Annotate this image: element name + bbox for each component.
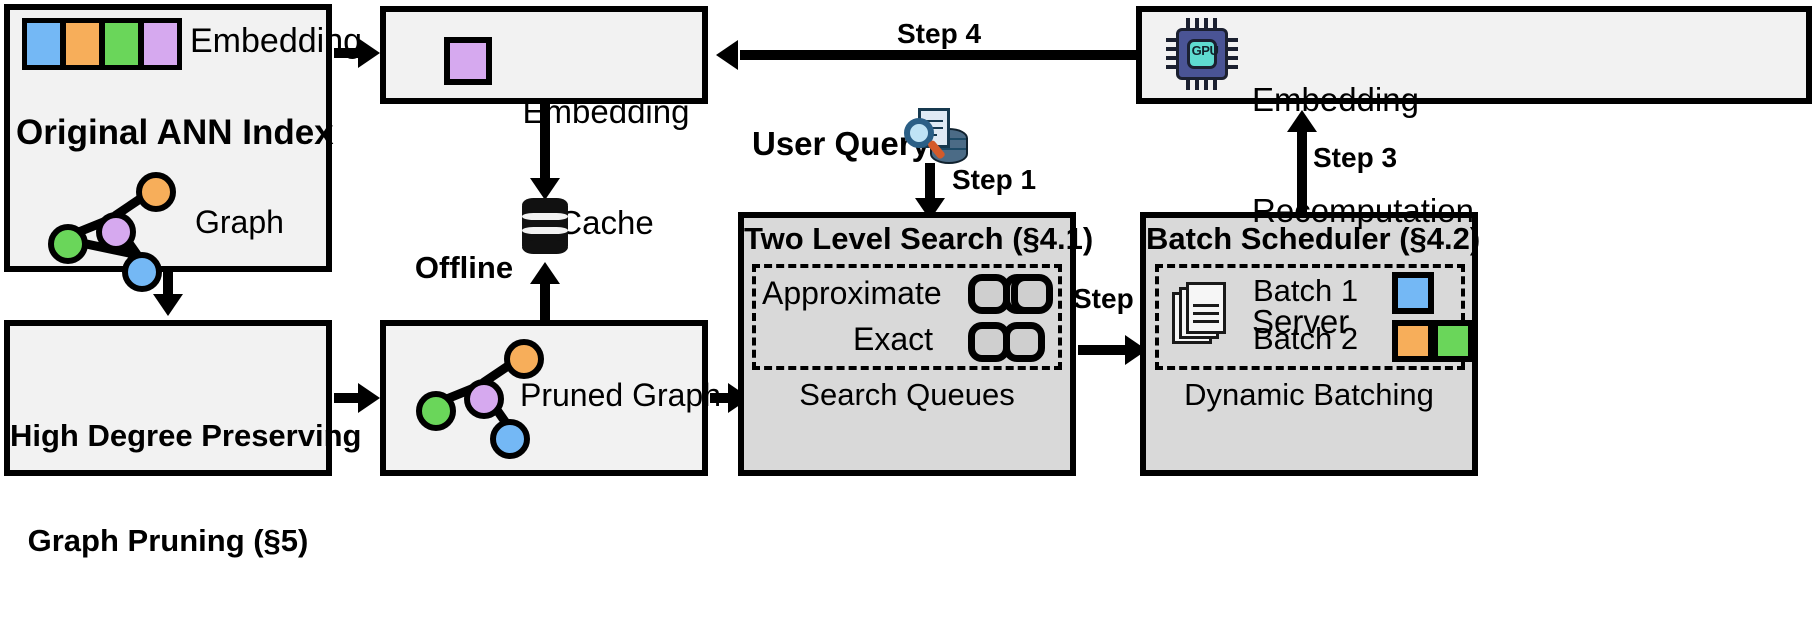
approximate-queue-slot	[1011, 274, 1053, 314]
graph-label: Graph	[195, 204, 284, 240]
graph-node-blue	[490, 419, 530, 459]
arrow-server-to-cache-line	[740, 50, 1140, 60]
exact-queue-slot	[1003, 322, 1045, 362]
recomputation-server-box	[1136, 6, 1812, 104]
embedding-cache-title: Embedding Cache	[508, 20, 704, 316]
batch-2-label: Batch 2	[1253, 321, 1359, 356]
graph-pruning-line1: High Degree Preserving	[10, 418, 362, 454]
arrow-index-to-cache-line	[334, 48, 364, 58]
recomputation-server-line1: Embedding	[1252, 80, 1419, 118]
graph-node-orange	[136, 172, 176, 212]
dynamic-batching-footer: Dynamic Batching	[1184, 377, 1434, 412]
arrow-search-to-scheduler-line	[1078, 345, 1134, 355]
step-1-label: Step 1	[952, 164, 1037, 195]
original-ann-index-title: Original ANN Index	[16, 113, 334, 152]
arrow-index-to-cache-head	[358, 38, 380, 68]
graph-pruning-title: High Degree Preserving Graph Pruning (§5…	[10, 350, 362, 628]
arrow-scheduler-to-server-head	[1287, 110, 1317, 132]
graph-node-orange	[504, 339, 544, 379]
arrow-pruned-to-storage-head	[530, 262, 560, 284]
embedding-cell-blue	[27, 23, 63, 65]
arrow-server-to-cache-head	[716, 40, 738, 70]
step-4-label: Step 4	[897, 18, 982, 49]
batch-1-label: Batch 1	[1253, 273, 1359, 308]
batch-2-chip-orange	[1392, 320, 1434, 362]
diagram-canvas: Embedding Original ANN Index Graph Embed…	[4, 4, 1812, 557]
graph-pruning-line2: Graph Pruning (§5)	[27, 522, 309, 558]
arrow-pruning-to-pruned-line	[334, 393, 364, 403]
arrow-index-to-pruning-line	[163, 272, 173, 298]
pruned-graph-visual	[408, 335, 548, 459]
dynamic-batching-panel	[1155, 264, 1465, 370]
arrow-query-to-search-line	[925, 163, 935, 203]
embedding-vector-strip	[22, 18, 182, 70]
batch-2-chip-green	[1432, 320, 1474, 362]
embedding-cache-title-line2: Cache	[558, 203, 654, 241]
recomputation-server-title: Embedding Recomputation Server	[1252, 8, 1474, 414]
search-queues-footer: Search Queues	[799, 377, 1015, 412]
database-cylinder-icon	[522, 198, 568, 254]
graph-node-green	[416, 391, 456, 431]
pruned-graph-label: Pruned Graph	[520, 377, 722, 413]
embedding-cache-swatch	[444, 37, 492, 85]
approximate-label: Approximate	[762, 275, 942, 311]
arrow-pruned-to-search-line	[710, 393, 734, 403]
graph-pruning-box	[4, 320, 332, 476]
graph-node-green	[48, 224, 88, 264]
search-queues-panel	[752, 264, 1062, 370]
embedding-label: Embedding	[190, 22, 363, 60]
query-search-database-icon	[900, 106, 970, 170]
embedding-cell-green	[102, 23, 141, 65]
graph-node-purple	[464, 379, 504, 419]
arrow-cache-to-storage-line	[540, 104, 550, 184]
arrow-scheduler-to-server-line	[1297, 130, 1307, 212]
gpu-icon-text: GPU	[1191, 43, 1219, 58]
arrow-index-to-pruning-head	[153, 294, 183, 316]
embedding-cache-box	[380, 6, 708, 104]
two-level-search-title: Two Level Search (§4.1)	[744, 221, 1094, 256]
arrow-cache-to-storage-head	[530, 178, 560, 200]
recomputation-server-line3: Server	[1252, 302, 1350, 340]
recomputation-server-line2: Recomputation	[1252, 191, 1474, 229]
ann-index-graph	[40, 168, 180, 292]
embedding-cache-title-line1: Embedding	[522, 92, 690, 130]
embedding-cell-purple	[141, 23, 177, 65]
graph-node-purple	[96, 212, 136, 252]
embedding-cell-orange	[63, 23, 102, 65]
exact-label: Exact	[853, 321, 934, 357]
arrow-pruning-to-pruned-head	[358, 383, 380, 413]
graph-node-blue	[122, 252, 162, 292]
arrow-pruned-to-storage-line	[540, 282, 550, 324]
batch-1-chip-blue	[1392, 272, 1434, 314]
step-3-label: Step 3	[1313, 142, 1398, 173]
offline-storage-label-line1: Offline	[414, 250, 514, 286]
documents-stack-icon	[1172, 282, 1234, 352]
gpu-chip-icon: GPU	[1164, 16, 1240, 92]
batch-scheduler-title: Batch Scheduler (§4.2)	[1146, 221, 1481, 256]
